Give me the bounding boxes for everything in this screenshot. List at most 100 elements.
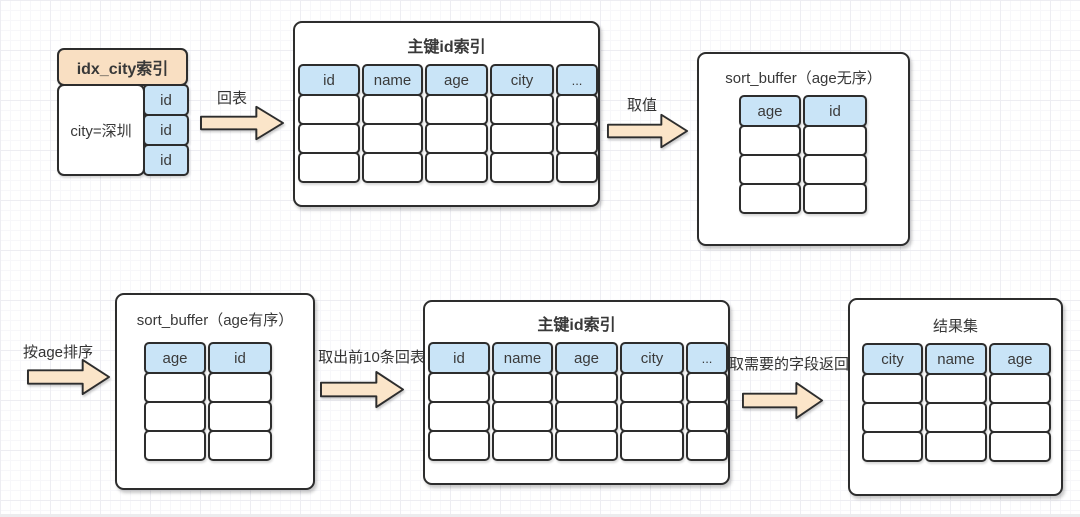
table-column: age: [739, 95, 801, 214]
column-header-cell: ...: [556, 64, 598, 96]
arrow-right-icon: [607, 113, 689, 149]
idx-city-id-stack: id id id: [143, 84, 189, 176]
arrow-right-icon: [742, 381, 824, 420]
empty-cell: [862, 431, 923, 462]
empty-cell: [556, 123, 598, 154]
table-column: age: [144, 342, 206, 461]
empty-cell: [862, 373, 923, 404]
empty-cell: [925, 431, 987, 462]
arrow-right-icon: [200, 105, 285, 141]
empty-cell: [208, 430, 272, 461]
empty-cell: [925, 373, 987, 404]
empty-cell: [555, 430, 618, 461]
empty-cell: [989, 431, 1051, 462]
column-header-cell: id: [803, 95, 867, 127]
table-column: name: [492, 342, 553, 461]
empty-cell: [298, 152, 360, 183]
empty-cell: [556, 152, 598, 183]
column-header-cell: age: [144, 342, 206, 374]
arrow-label-huibiao: 回表: [216, 90, 247, 107]
empty-cell: [428, 401, 490, 432]
column-header-cell: age: [739, 95, 801, 127]
column-header-cell: city: [862, 343, 923, 375]
table-column: city: [620, 342, 684, 461]
table-column: age: [989, 343, 1051, 462]
idx-city-key-cell: city=深圳: [57, 84, 145, 176]
table-column: id: [208, 342, 272, 461]
empty-cell: [739, 125, 801, 156]
empty-cell: [686, 372, 728, 403]
canvas-edge: [0, 514, 1080, 517]
box-title: 结果集: [932, 318, 978, 335]
table-column: id: [428, 342, 490, 461]
empty-cell: [862, 402, 923, 433]
empty-cell: [620, 372, 684, 403]
empty-cell: [989, 402, 1051, 433]
empty-cell: [492, 401, 553, 432]
arrow-label-return-fields: 取需要的字段返回: [728, 356, 849, 373]
empty-cell: [428, 372, 490, 403]
empty-cell: [492, 372, 553, 403]
arrow-label-quzhi: 取值: [626, 97, 657, 114]
arrow-right-icon: [320, 370, 405, 409]
column-header-cell: name: [362, 64, 423, 96]
arrow-right-icon: [27, 358, 111, 396]
table-column: ...: [556, 64, 598, 183]
empty-cell: [144, 430, 206, 461]
empty-cell: [208, 401, 272, 432]
table-column: name: [925, 343, 987, 462]
empty-cell: [620, 430, 684, 461]
table-column: name: [362, 64, 423, 183]
empty-cell: [425, 123, 488, 154]
table-column: city: [862, 343, 923, 462]
table-title: 主键id索引: [537, 317, 616, 334]
empty-cell: [362, 152, 423, 183]
empty-cell: [362, 94, 423, 125]
table-column: age: [555, 342, 618, 461]
table-column: ...: [686, 342, 728, 461]
empty-cell: [803, 183, 867, 214]
empty-cell: [620, 401, 684, 432]
id-cell: id: [143, 84, 189, 116]
empty-cell: [989, 373, 1051, 404]
column-header-cell: city: [620, 342, 684, 374]
column-header-cell: id: [298, 64, 360, 96]
empty-cell: [739, 183, 801, 214]
empty-cell: [490, 123, 554, 154]
empty-cell: [144, 372, 206, 403]
column-header-cell: age: [989, 343, 1051, 375]
column-header-cell: name: [925, 343, 987, 375]
empty-cell: [686, 401, 728, 432]
empty-cell: [925, 402, 987, 433]
column-header-cell: name: [492, 342, 553, 374]
column-header-cell: ...: [686, 342, 728, 374]
table-column: age: [425, 64, 488, 183]
box-title: sort_buffer（age无序）: [725, 70, 882, 87]
empty-cell: [208, 372, 272, 403]
arrow-label-take-top10: 取出前10条回表: [318, 349, 425, 366]
empty-cell: [298, 94, 360, 125]
empty-cell: [425, 152, 488, 183]
empty-cell: [492, 430, 553, 461]
empty-cell: [555, 401, 618, 432]
idx-city-header: idx_city索引: [57, 48, 188, 86]
empty-cell: [556, 94, 598, 125]
empty-cell: [425, 94, 488, 125]
table-title: 主键id索引: [407, 39, 486, 56]
column-header-cell: id: [208, 342, 272, 374]
empty-cell: [686, 430, 728, 461]
column-header-cell: age: [555, 342, 618, 374]
column-header-cell: id: [428, 342, 490, 374]
empty-cell: [803, 125, 867, 156]
empty-cell: [362, 123, 423, 154]
